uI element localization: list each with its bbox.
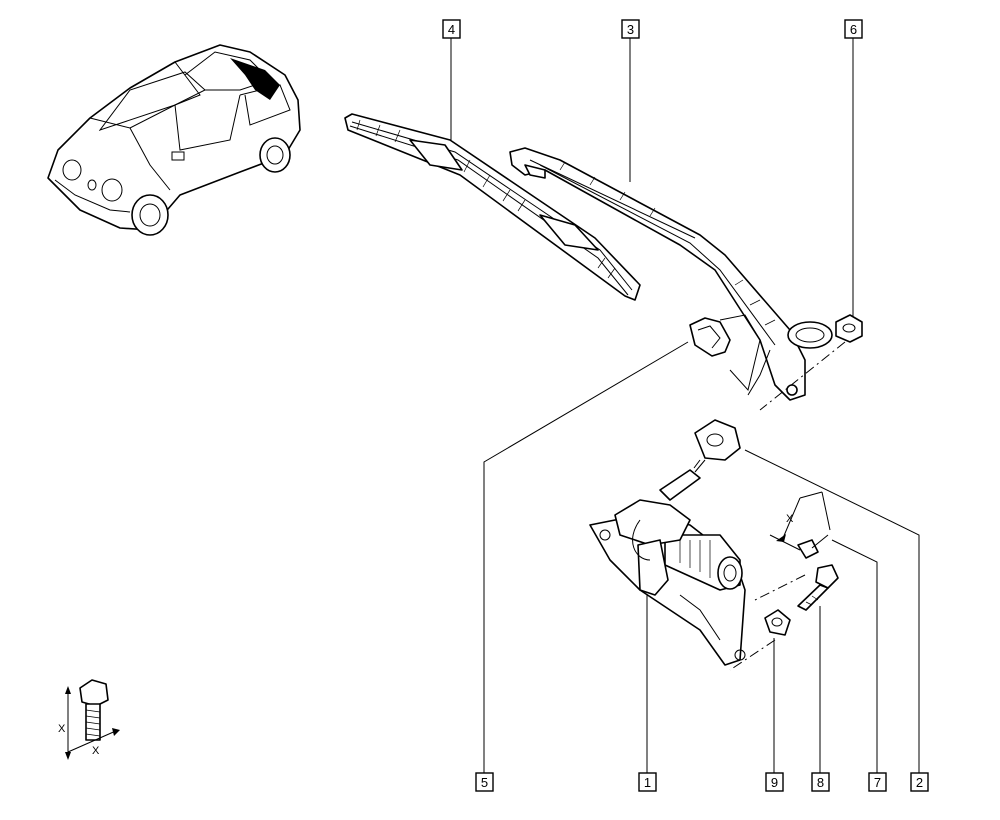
callout-1: 1 <box>638 772 657 792</box>
car-icon <box>47 44 301 236</box>
dimension-x-label: X <box>786 513 794 525</box>
spacer-icon: X <box>769 491 831 559</box>
motor-icon <box>589 459 746 666</box>
callout-3: 3 <box>621 19 640 39</box>
callout-2-label: 2 <box>916 775 923 790</box>
callout-7-label: 7 <box>874 775 881 790</box>
callout-9-label: 9 <box>771 775 778 790</box>
callout-5: 5 <box>475 772 494 792</box>
cap-cover-icon <box>689 314 761 392</box>
callout-3-label: 3 <box>627 22 634 37</box>
dimension-x-horizontal-label: X <box>92 745 100 757</box>
grommet-icon <box>684 419 741 481</box>
dimension-x-vertical-label: X <box>58 723 66 735</box>
callout-4-label: 4 <box>448 22 455 37</box>
callout-8-label: 8 <box>817 775 824 790</box>
bolt-icon <box>754 564 839 611</box>
callout-9: 9 <box>765 772 784 792</box>
callout-7: 7 <box>868 772 887 792</box>
callout-2: 2 <box>910 772 929 792</box>
callout-6: 6 <box>844 19 863 39</box>
bolt-dimension-detail: X X <box>58 679 120 760</box>
clip-icon <box>729 609 791 671</box>
callout-5-label: 5 <box>481 775 488 790</box>
callout-6-label: 6 <box>850 22 857 37</box>
callout-8: 8 <box>811 772 830 792</box>
callout-4: 4 <box>442 19 461 39</box>
callout-1-label: 1 <box>644 775 651 790</box>
leader-lines <box>450 38 920 773</box>
wiper-blade-icon <box>344 113 641 301</box>
wiper-arm-icon <box>509 147 833 401</box>
nut-icon <box>759 314 863 411</box>
